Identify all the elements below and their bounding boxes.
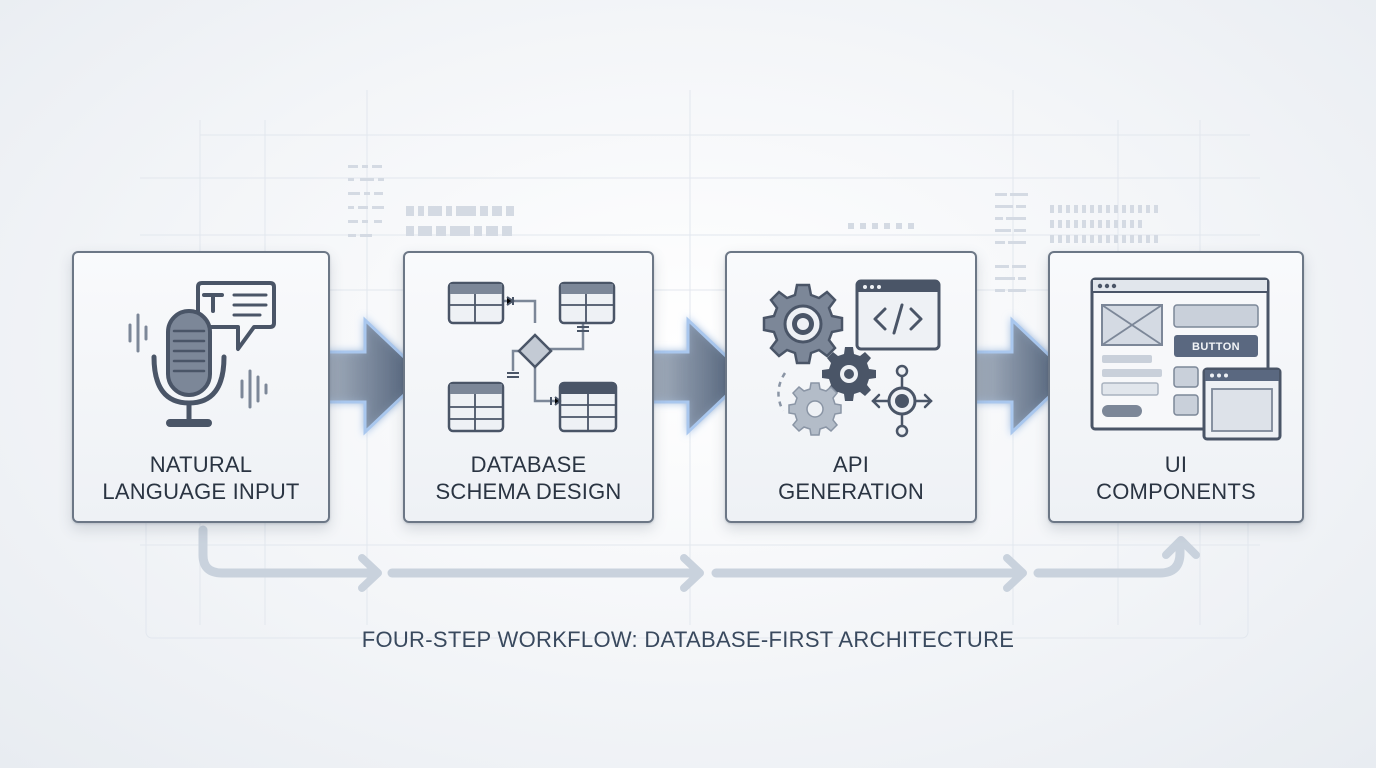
flow-line <box>198 525 1185 578</box>
flow-arrowhead <box>1162 536 1200 559</box>
microphone-chat-icon <box>128 281 276 427</box>
flow-arrowhead <box>1003 554 1027 592</box>
ui-button-mock <box>1174 335 1258 357</box>
diagram-caption: FOUR-STEP WORKFLOW: DATABASE-FIRST ARCHI… <box>361 627 1015 652</box>
database-schema-icon <box>447 281 618 433</box>
gears-code-icon <box>762 279 941 438</box>
ui-wireframe-icon: BUTTON <box>1090 277 1282 441</box>
flow-arrowhead <box>358 554 382 592</box>
ui-button-mock-label: BUTTON <box>1192 341 1240 353</box>
flow-arrowhead <box>680 554 704 592</box>
